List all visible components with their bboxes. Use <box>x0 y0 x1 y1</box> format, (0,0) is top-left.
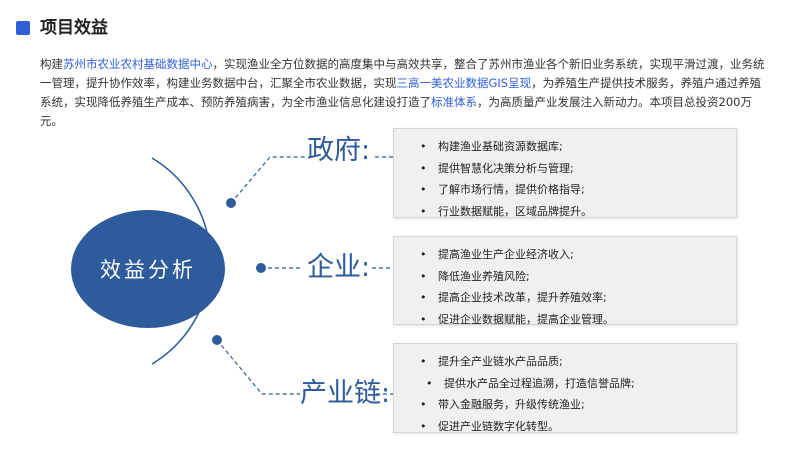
category-label-enterprise: 企业: <box>307 252 371 283</box>
page-title: 项目效益 <box>40 18 108 38</box>
list-item: 构建渔业基础资源数据库; <box>420 136 736 158</box>
list-item: 降低渔业养殖风险; <box>420 266 736 288</box>
list-item: 带入金融服务，升级传统渔业; <box>420 394 736 416</box>
node-dot-government <box>226 198 236 208</box>
list-item: 提高渔业生产企业经济收入; <box>420 244 736 266</box>
list-item: 提高企业技术改革，提升养殖效率; <box>420 287 736 309</box>
title-marker-icon <box>16 21 30 35</box>
intro-highlight-standard: 标准体系 <box>431 95 477 109</box>
center-circle: 效益分析 <box>71 210 225 328</box>
intro-highlight-gis: 三高一美农业数据GIS呈现 <box>396 76 532 90</box>
benefit-box-government: 构建渔业基础资源数据库; 提供智慧化决策分析与管理; 了解市场行情，提供价格指导… <box>393 128 737 222</box>
connector-chain <box>216 339 300 395</box>
list-item: 行业数据赋能，区域品牌提升。 <box>420 201 736 223</box>
intro-text: 构建 <box>40 57 63 71</box>
intro-text: ，为养殖生产提供技术服务，养殖户通过养殖系统，实现降低养殖生产成本、预防养殖病害… <box>40 76 762 109</box>
connector-government <box>230 156 305 204</box>
list-item: 促进企业数据赋能，提高企业管理。 <box>420 309 736 331</box>
node-dot-enterprise <box>256 263 266 273</box>
intro-highlight-data-center: 苏州市农业农村基础数据中心 <box>63 57 213 71</box>
list-item: 提供智慧化决策分析与管理; <box>420 158 736 180</box>
list-item: 了解市场行情，提供价格指导; <box>420 179 736 201</box>
benefit-box-chain: 提升全产业链水产品品质; 提供水产品全过程追溯，打造信誉品牌; 带入金融服务，升… <box>393 343 737 437</box>
benefit-box-enterprise: 提高渔业生产企业经济收入; 降低渔业养殖风险; 提高企业技术改革，提升养殖效率;… <box>393 236 737 330</box>
category-label-chain: 产业链: <box>300 378 391 409</box>
list-item: 提升全产业链水产品品质; <box>420 351 736 373</box>
center-label: 效益分析 <box>100 258 196 282</box>
intro-text: ，为高质量产业发展注入新动力。本项目总投资200万元。 <box>40 95 752 128</box>
node-dot-chain <box>212 335 222 345</box>
list-item: 提供水产品全过程追溯，打造信誉品牌; <box>420 373 736 395</box>
category-label-government: 政府: <box>307 135 371 166</box>
list-item: 促进产业链数字化转型。 <box>420 416 736 438</box>
intro-paragraph: 构建苏州市农业农村基础数据中心，实现渔业全方位数据的高度集中与高效共享，整合了苏… <box>40 55 770 131</box>
intro-text: ，实现渔业全方位数据的高度集中与高效共享，整合了苏州市渔业各个新旧业务系统，实现… <box>40 57 765 90</box>
